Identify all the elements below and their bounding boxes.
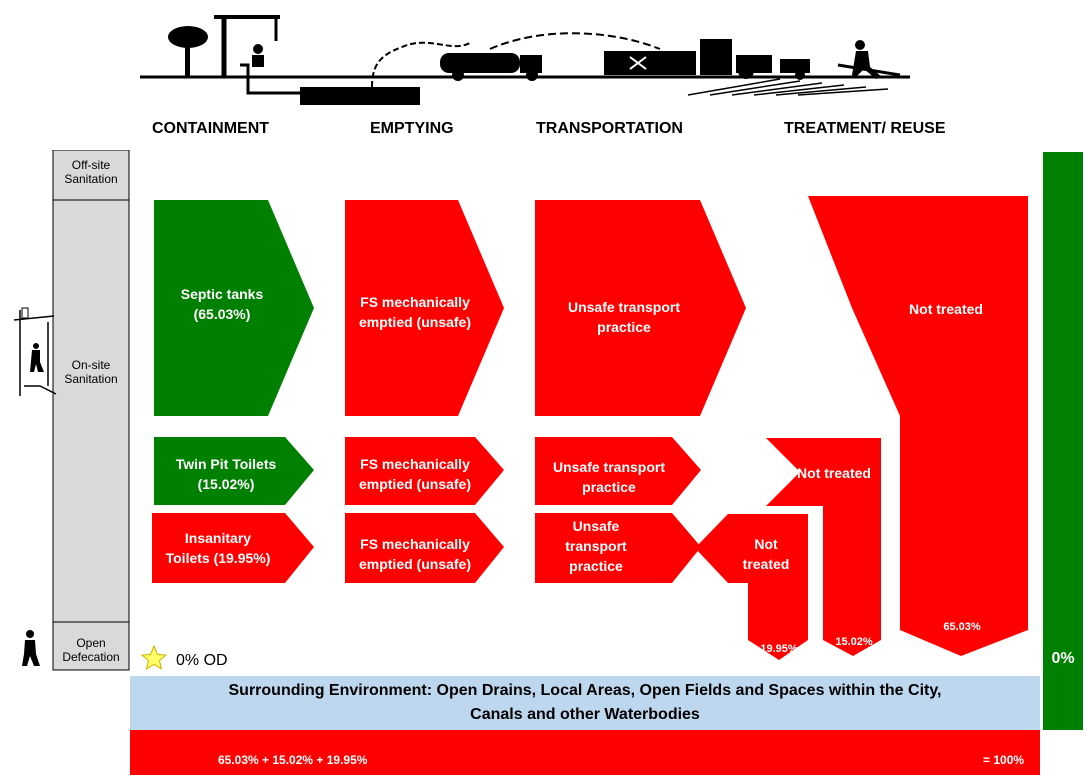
septic-tanks-arrow (154, 200, 314, 416)
vacuum-truck-icon (440, 53, 542, 81)
treatment-row3-arrow (695, 514, 808, 660)
emptying-row1-line1: FS mechanically (360, 294, 470, 310)
onsite-toilet-icon (13, 307, 57, 396)
open-defecation-icon (22, 630, 40, 666)
treatment-row2-label: Not treated (797, 465, 871, 481)
sanitation-chain-illustration (140, 15, 910, 105)
sanitation-type-panel (13, 150, 130, 671)
tank-icon (300, 87, 420, 105)
treatment-row2-arrow (766, 438, 881, 656)
transport-row2-line2: practice (582, 479, 636, 495)
tree-icon (168, 26, 208, 77)
transport-row2-arrow (535, 437, 701, 505)
transport-row3-arrow (535, 513, 701, 583)
insanitary-line2: Toilets (19.95%) (166, 550, 271, 566)
emptying-row1-line2: emptied (unsafe) (359, 314, 471, 330)
unsafe-sum-total: = 100% (983, 753, 1025, 767)
emptying-row2-line1: FS mechanically (360, 456, 470, 472)
twin-pit-line1: Twin Pit Toilets (176, 456, 277, 472)
star-icon (140, 644, 168, 671)
treatment-row3-line1: Not (754, 536, 778, 552)
treatment-row1-arrow (808, 196, 1028, 656)
surrounding-environment-band: Surrounding Environment: Open Drains, Lo… (130, 676, 1040, 730)
transport-row1-line1: Unsafe transport (568, 299, 680, 315)
environment-line2: Canals and other Waterbodies (470, 706, 700, 723)
transport-row3-line2: transport (565, 538, 627, 554)
farmer-icon (837, 40, 901, 79)
twin-pit-arrow (154, 437, 314, 505)
insanitary-line1: Insanitary (185, 530, 251, 546)
treatment-row3-line2: treated (743, 556, 790, 572)
septic-tanks-line2: (65.03%) (194, 306, 251, 322)
emptying-row3-line2: emptied (unsafe) (359, 556, 471, 572)
treatment-row3-value: 19.95% (760, 643, 798, 655)
panel-background (52, 150, 130, 671)
unsafe-sum-band (130, 730, 1040, 775)
transport-row3-line1: Unsafe (573, 518, 620, 534)
unsafe-sum-formula: 65.03% + 15.02% + 19.95% (218, 753, 368, 767)
emptying-row2-arrow (345, 437, 504, 505)
insanitary-arrow (152, 513, 314, 583)
twin-pit-line2: (15.02%) (198, 476, 255, 492)
emptying-row1-arrow (345, 200, 504, 416)
field-furrows (687, 78, 889, 96)
stage-emptying: EMPTYING (370, 120, 454, 137)
hose-icon (371, 41, 471, 88)
emptying-row3-arrow (345, 513, 504, 583)
stage-treatment-reuse: TREATMENT/ REUSE (784, 120, 946, 137)
septic-tanks-line1: Septic tanks (181, 286, 264, 302)
open-defecation-percentage: 0% OD (176, 652, 228, 669)
transport-path (489, 32, 661, 50)
treatment-row1-value: 65.03% (943, 621, 981, 633)
tractor-icon (736, 55, 810, 80)
treatment-row1-label: Not treated (909, 301, 983, 317)
transport-row1-arrow (535, 200, 746, 416)
treatment-plant-icon (604, 39, 732, 75)
emptying-row3-line1: FS mechanically (360, 536, 470, 552)
emptying-row2-line2: emptied (unsafe) (359, 476, 471, 492)
transport-row1-line2: practice (597, 319, 651, 335)
stage-transportation: TRANSPORTATION (536, 120, 683, 137)
safely-managed-percentage: 0% (1051, 650, 1075, 667)
transport-row2-line1: Unsafe transport (553, 459, 665, 475)
safely-managed-bar (1043, 152, 1083, 730)
treatment-row2-value: 15.02% (835, 636, 873, 648)
stage-containment: CONTAINMENT (152, 120, 270, 137)
environment-line1: Surrounding Environment: Open Drains, Lo… (228, 682, 942, 699)
transport-row3-line3: practice (569, 558, 623, 574)
toilet-house-icon (214, 15, 300, 95)
